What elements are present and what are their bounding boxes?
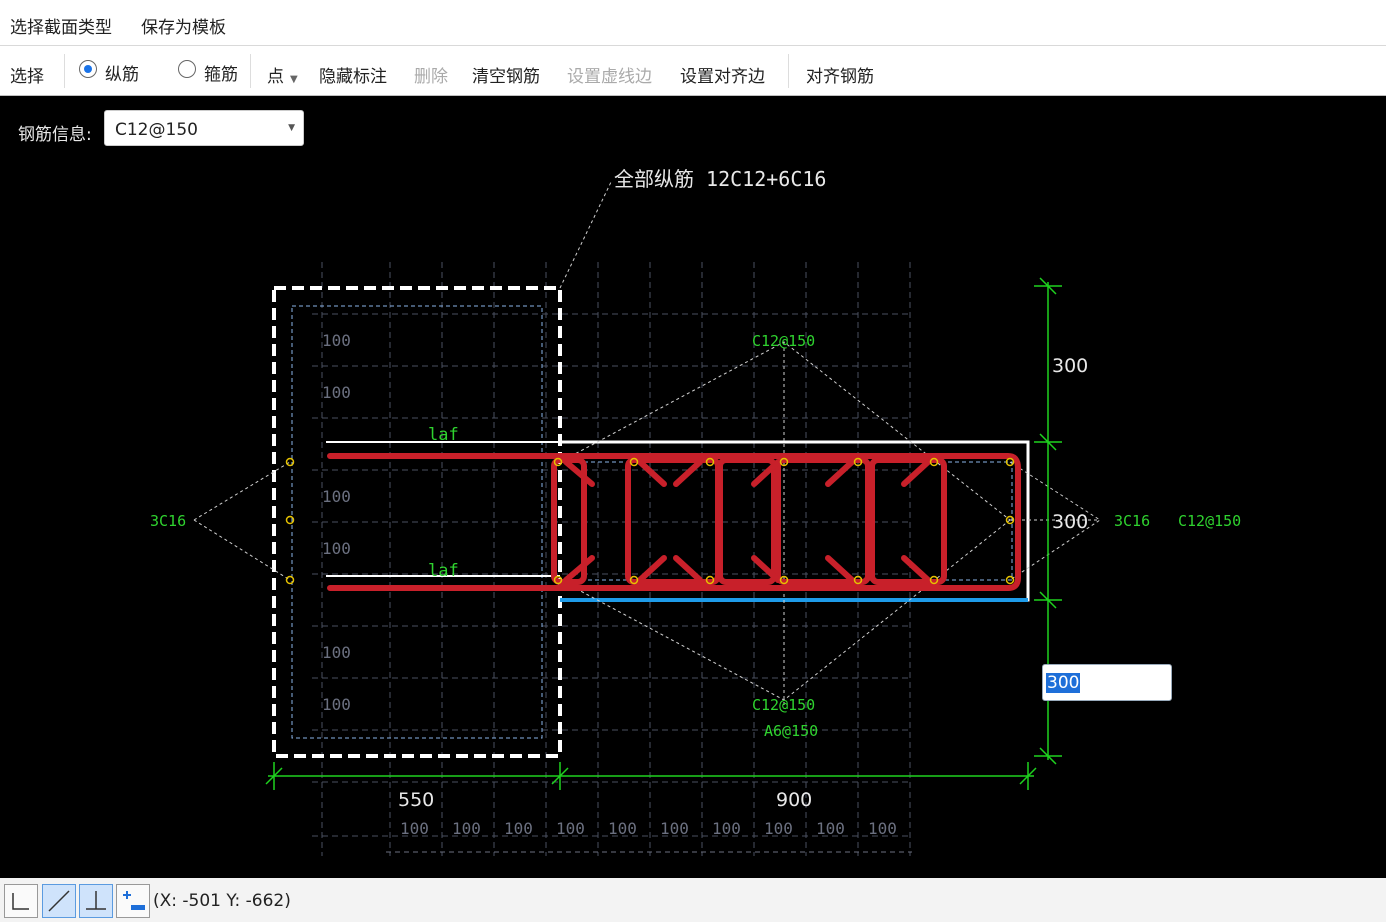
toolbar-divider [250,54,251,88]
svg-text:100: 100 [322,331,351,350]
svg-text:100: 100 [322,643,351,662]
laf-top-label: laf [428,425,459,445]
chevron-down-icon: ▼ [288,123,295,133]
svg-text:100: 100 [660,819,689,838]
stirrup-label[interactable]: A6@150 [764,722,818,740]
all-longitudinal-label[interactable]: 全部纵筋 12C12+6C16 [614,167,826,191]
perpendicular-icon [86,891,106,910]
top-rebar-label[interactable]: C12@150 [752,332,815,350]
dimension-edit-value: 300 [1046,673,1081,693]
menu-save-as-template[interactable]: 保存为模板 [141,18,226,38]
svg-text:100: 100 [504,819,533,838]
rebar-info-label: 钢筋信息: [18,125,92,145]
menu-bar: 选择截面类型 保存为模板 [0,0,1386,46]
ortho-icon [12,893,29,910]
dim-mid-height[interactable]: 300 [1052,511,1088,533]
dim-top-height[interactable]: 300 [1052,355,1088,377]
section-drawing: 100 100 100 100 100 100 100 100 100 100 … [150,167,1241,856]
longitudinal-radio[interactable] [79,60,97,78]
point-dropdown[interactable]: 点▼ [267,62,298,87]
svg-text:100: 100 [322,383,351,402]
add-dimension-icon [123,891,145,910]
cursor-coordinates: (X: -501 Y: -662) [153,891,291,911]
grid [312,262,912,856]
laf-bottom-label: laf [428,561,459,581]
set-dashed-edge-button[interactable]: 设置虚线边 [567,67,652,87]
drawing-canvas[interactable]: 钢筋信息: C12@150 ▼ [0,96,1386,878]
menu-select-section-type[interactable]: 选择截面类型 [10,18,112,38]
add-dimension-button[interactable] [116,884,150,918]
line-snap-button[interactable] [42,884,76,918]
svg-text:100: 100 [608,819,637,838]
delete-button[interactable]: 删除 [414,67,448,87]
dim-right-width[interactable]: 900 [776,789,812,811]
align-rebar-button[interactable]: 对齐钢筋 [806,67,874,87]
point-label: 点 [267,67,284,87]
right-rebar-label[interactable]: 3C16 [1114,512,1150,530]
grid-labels: 100 100 100 100 100 100 100 100 100 100 … [322,331,897,838]
select-button[interactable]: 选择 [10,67,44,87]
svg-text:100: 100 [322,695,351,714]
svg-text:100: 100 [322,539,351,558]
toolbar-divider [64,54,65,88]
svg-text:100: 100 [868,819,897,838]
svg-text:100: 100 [712,819,741,838]
hide-annotation-button[interactable]: 隐藏标注 [319,67,387,87]
svg-text:100: 100 [764,819,793,838]
perpendicular-snap-button[interactable] [79,884,113,918]
stirrup-radio-label[interactable]: 箍筋 [204,65,238,85]
toolbar-divider [788,54,789,88]
rebar-info-select[interactable]: C12@150 ▼ [104,110,304,146]
svg-text:100: 100 [816,819,845,838]
svg-text:100: 100 [452,819,481,838]
set-align-edge-button[interactable]: 设置对齐边 [680,67,765,87]
longitudinal-radio-label[interactable]: 纵筋 [105,65,139,85]
rebar-info-value: C12@150 [115,120,198,140]
dim-left-width[interactable]: 550 [398,789,434,811]
status-bar: (X: -501 Y: -662) [0,878,1386,922]
chevron-down-icon: ▼ [290,74,298,85]
line-icon [48,890,70,912]
bottom-rebar-label[interactable]: C12@150 [752,696,815,714]
rebars[interactable] [327,453,1021,591]
right-distribution-label[interactable]: C12@150 [1178,512,1241,530]
column-inner-outline [291,305,543,739]
rebar-points[interactable] [285,457,1015,585]
svg-text:100: 100 [556,819,585,838]
stirrup-radio[interactable] [178,60,196,78]
left-rebar-label[interactable]: 3C16 [150,512,186,530]
toolbar: 选择 纵筋 箍筋 点▼ 隐藏标注 删除 清空钢筋 设置虚线边 设置对齐边 对齐钢… [0,46,1386,96]
dimension-edit-input[interactable]: 300 [1042,664,1172,701]
svg-text:100: 100 [400,819,429,838]
ortho-snap-button[interactable] [4,884,38,918]
svg-text:100: 100 [322,487,351,506]
clear-rebar-button[interactable]: 清空钢筋 [472,67,540,87]
